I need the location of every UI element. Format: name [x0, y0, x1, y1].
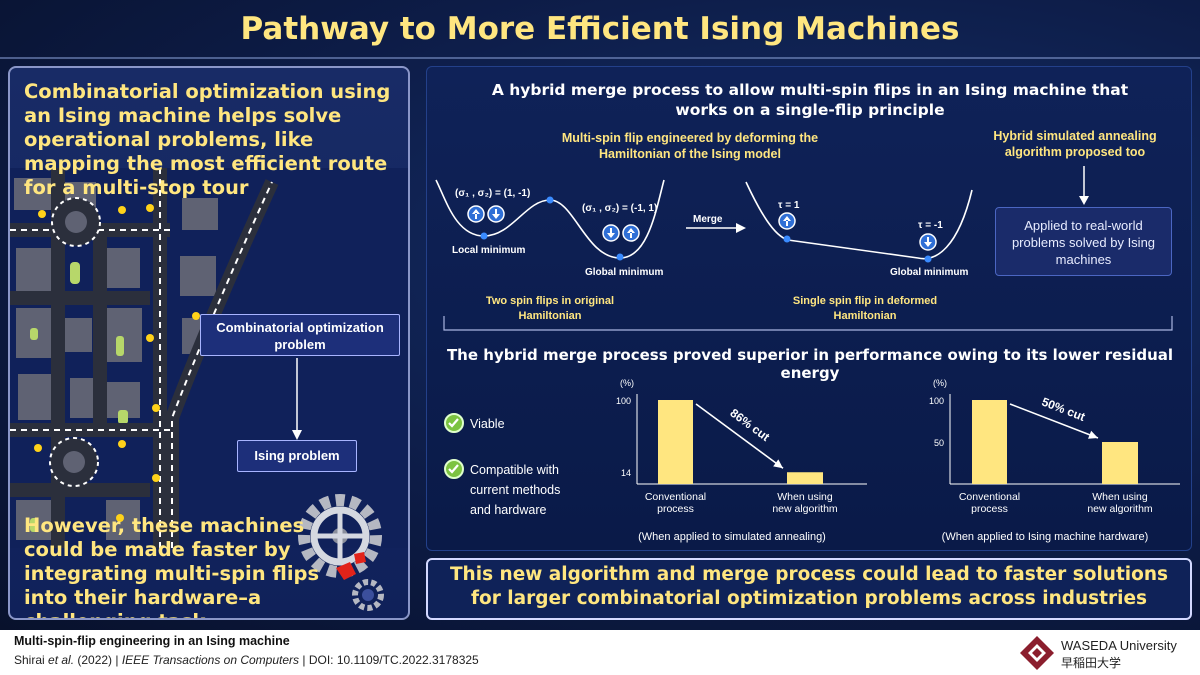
- applied-real-world-box: Applied to real-world problems solved by…: [995, 207, 1172, 276]
- left-panel: Combinatorial optimization using an Isin…: [8, 66, 410, 620]
- bar: [972, 400, 1007, 484]
- cut-arrow-head: [1088, 430, 1098, 439]
- category-label: new algorithm: [772, 503, 838, 515]
- challenge-text: However, these machines could be made fa…: [24, 514, 320, 618]
- bar: [658, 400, 693, 484]
- two-spin-flips-label: Two spin flips in original Hamiltonian: [485, 295, 615, 322]
- university-name: WASEDA University: [1061, 638, 1177, 653]
- location-pin-icons: [34, 204, 200, 522]
- cut-arrow: [1009, 403, 1099, 439]
- bar: [1102, 442, 1138, 484]
- category-label: Conventional: [645, 491, 706, 503]
- cut-annotation: 50% cut: [1040, 395, 1087, 424]
- check-icon: [444, 459, 464, 479]
- title-divider: [0, 57, 1200, 59]
- category-label: When using: [777, 491, 833, 503]
- chart-caption: (When applied to Ising machine hardware): [942, 531, 1149, 543]
- category-label: new algorithm: [1087, 503, 1153, 515]
- bar: [787, 472, 823, 484]
- combinatorial-problem-box: Combinatorial optimization problem: [200, 314, 400, 356]
- conclusion-box: [426, 558, 1192, 620]
- broken-gear-piece-icon: [336, 552, 366, 580]
- ising-problem-box: Ising problem: [237, 440, 357, 472]
- flow-arrow: [292, 358, 384, 611]
- citation-etal: et al.: [48, 653, 75, 667]
- global-minimum-deformed-label: Global minimum: [890, 267, 969, 278]
- spin-icons: [467, 205, 937, 251]
- conclusion-text: This new algorithm and merge process cou…: [449, 564, 1169, 609]
- y-axis-unit: (%): [620, 378, 634, 388]
- viable-label: Viable: [470, 417, 505, 431]
- tau-negative-label: τ = -1: [918, 220, 943, 231]
- citation: Shirai et al. (2022) | IEEE Transactions…: [14, 653, 479, 667]
- category-label: process: [971, 503, 1008, 515]
- cut-arrow: [695, 403, 784, 469]
- global-minimum-label: Global minimum: [585, 267, 664, 278]
- cut-annotation: 86% cut: [727, 406, 772, 444]
- hamiltonian-diagram: [435, 166, 1173, 331]
- intro-text: Combinatorial optimization using an Isin…: [24, 80, 391, 199]
- right-panel: [426, 66, 1192, 551]
- y-axis-unit: (%): [933, 378, 947, 388]
- performance-title: The hybrid merge process proved superior…: [446, 346, 1174, 382]
- map-blocks: [14, 178, 218, 540]
- merge-label: Merge: [693, 214, 723, 225]
- page-title: Pathway to More Efficient Ising Machines: [240, 11, 960, 47]
- global-state-label: (σ₁ , σ₂) = (-1, 1): [582, 203, 658, 214]
- map-parks: [30, 262, 128, 532]
- small-gear-icon: [352, 579, 384, 611]
- citation-doi: | DOI: 10.1109/TC.2022.3178325: [299, 653, 479, 667]
- gear-icon: [298, 494, 382, 578]
- footer: [0, 630, 1200, 675]
- university-name-jp: 早稲田大学: [1061, 656, 1122, 670]
- category-label: process: [657, 503, 694, 515]
- category-label: Conventional: [959, 491, 1020, 503]
- section-bracket: [443, 316, 1173, 331]
- citation-year: (2022) |: [74, 653, 122, 667]
- check-icon: [444, 413, 464, 433]
- tau-positive-label: τ = 1: [778, 200, 800, 211]
- local-state-label: (σ₁ , σ₂) = (1, -1): [455, 188, 531, 199]
- hybrid-merge-title: A hybrid merge process to allow multi-sp…: [491, 81, 1129, 119]
- chart-caption: (When applied to simulated annealing): [638, 531, 826, 543]
- y-tick-label: 50: [934, 438, 944, 448]
- y-tick-label: 100: [616, 396, 631, 406]
- deformed-energy-curve: [745, 181, 973, 260]
- compatible-label: Compatible with current methods and hard…: [470, 463, 561, 517]
- citation-journal: IEEE Transactions on Computers: [121, 653, 300, 667]
- multi-spin-label: Multi-spin flip engineered by deforming …: [561, 131, 819, 161]
- waseda-logo-icon: [1020, 636, 1054, 670]
- y-tick-label: 14: [621, 468, 631, 478]
- local-minimum-label: Local minimum: [452, 245, 526, 256]
- citation-authors: Shirai: [14, 653, 49, 667]
- cut-arrow-head: [773, 459, 783, 469]
- hybrid-annealing-label: Hybrid simulated annealing algorithm pro…: [993, 129, 1157, 159]
- category-label: When using: [1092, 491, 1148, 503]
- single-spin-flip-label: Single spin flip in deformed Hamiltonian: [792, 295, 938, 322]
- y-tick-label: 100: [929, 396, 944, 406]
- footer-title: Multi-spin-flip engineering in an Ising …: [14, 634, 290, 648]
